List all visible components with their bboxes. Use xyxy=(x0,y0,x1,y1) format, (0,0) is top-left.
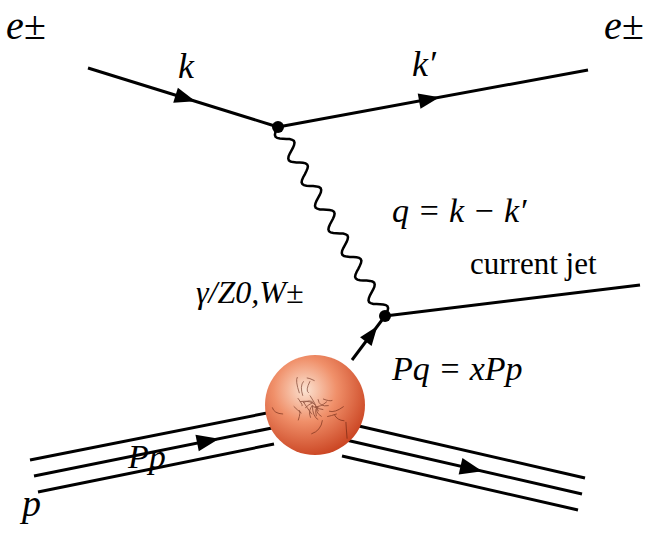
vertex-dot xyxy=(379,310,391,322)
arrowhead xyxy=(195,435,219,451)
boson-label: γ/Z0,W± xyxy=(196,276,304,308)
remnant-line xyxy=(346,440,582,494)
gluon-squiggle xyxy=(298,410,300,420)
proton-blob xyxy=(265,355,365,455)
remnant-line xyxy=(350,424,585,478)
gluon-squiggle xyxy=(329,407,344,412)
momentum-label: q = k − k′ xyxy=(392,194,527,228)
gluon-squiggle xyxy=(305,403,313,408)
momentum-label: k xyxy=(178,48,194,84)
remnant-line xyxy=(342,456,578,510)
gluon-squiggle xyxy=(334,414,344,420)
jet-label: current jet xyxy=(470,248,597,279)
gluon-squiggle xyxy=(311,420,322,434)
struck-quark xyxy=(352,316,385,360)
momentum-label: Pp xyxy=(128,440,166,474)
gluon-squiggle xyxy=(309,405,313,418)
arrowhead xyxy=(360,326,377,346)
gluon-squiggle xyxy=(317,406,322,416)
gluon-squiggle xyxy=(323,399,332,401)
arrowhead xyxy=(418,93,440,108)
gluon-squiggle xyxy=(346,422,347,439)
particle-label: e± xyxy=(6,6,46,46)
particle-lines xyxy=(30,68,640,510)
current-jet-line xyxy=(385,285,640,316)
arrowhead xyxy=(173,88,195,103)
gluon-squiggle xyxy=(307,378,315,381)
gluon-squiggle xyxy=(297,377,300,393)
gluon-squiggle xyxy=(307,381,310,393)
gluon-squiggle xyxy=(300,401,316,405)
gluon-squiggle xyxy=(301,381,303,396)
arrowhead xyxy=(459,458,483,474)
blob-texture xyxy=(272,377,347,439)
momentum-label: k′ xyxy=(412,46,436,82)
vertex-dot xyxy=(272,121,284,133)
arrowheads xyxy=(173,88,482,475)
momentum-label: Pq = xPp xyxy=(392,352,523,386)
particle-label: e± xyxy=(604,6,644,46)
gluon-squiggle xyxy=(327,414,337,417)
particle-label: p xyxy=(22,484,41,522)
gluon-squiggle xyxy=(272,407,283,414)
